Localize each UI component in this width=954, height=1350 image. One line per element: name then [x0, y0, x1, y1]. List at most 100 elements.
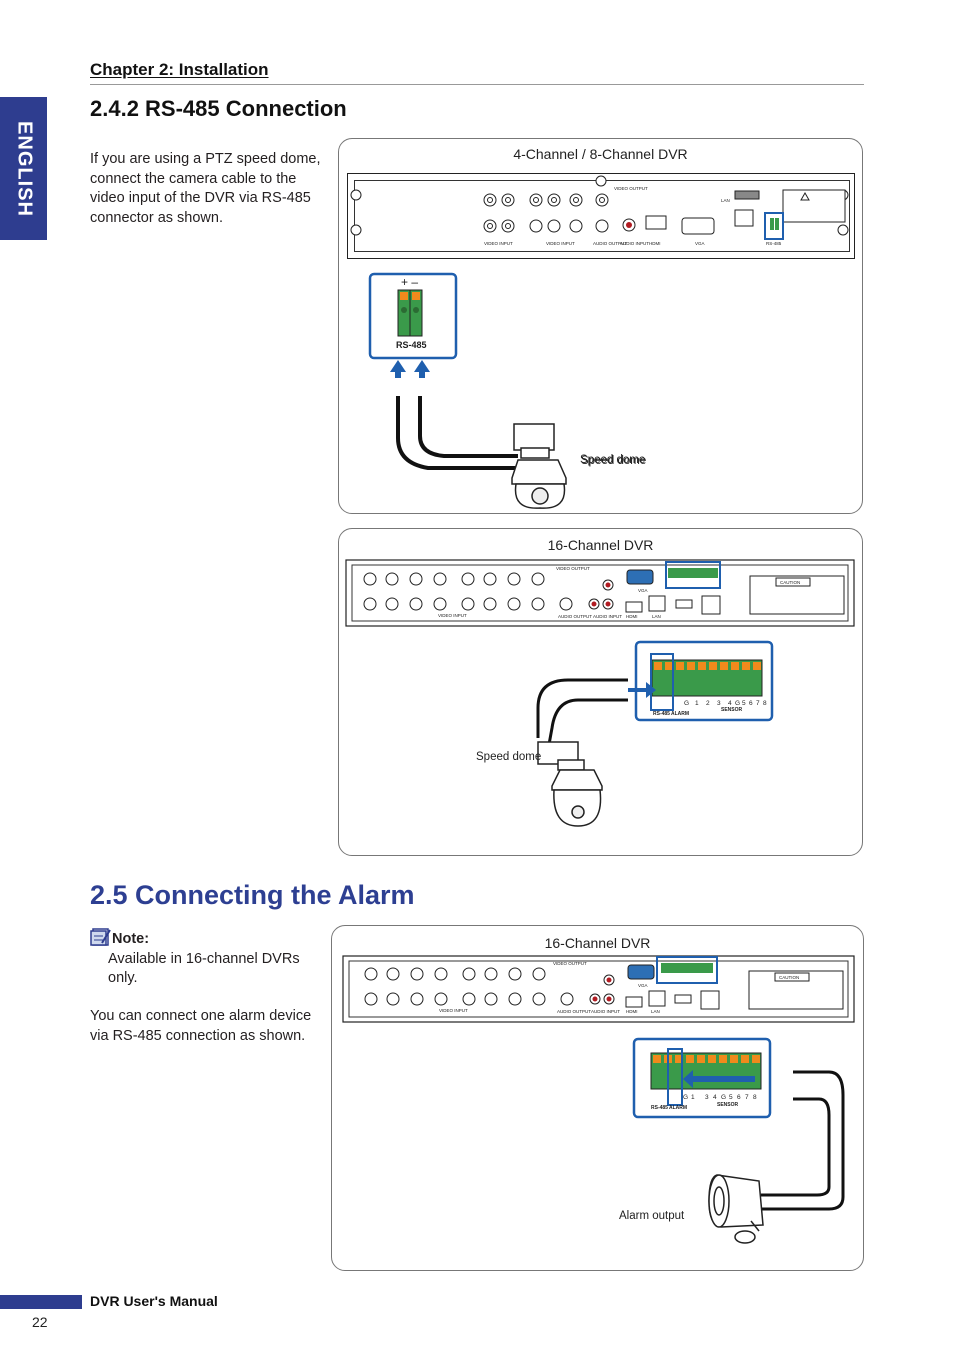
hdmi-label: HDMI	[649, 241, 661, 246]
hdmi-port-icon	[645, 215, 667, 230]
chapter-heading: Chapter 2: Installation	[90, 60, 269, 79]
pin-label-g1: G	[683, 1094, 688, 1101]
lan-led-icon	[734, 190, 760, 200]
audio-input-label: AUDIO INPUT	[593, 614, 622, 619]
pin-label-g1: G	[684, 700, 689, 707]
vga-label: VGA	[695, 241, 705, 246]
rca-audio-icon	[622, 218, 636, 232]
panel-title: 16-Channel DVR	[544, 935, 651, 951]
dvr-rear-panel	[347, 173, 855, 259]
speed-dome-camera-icon	[511, 423, 567, 509]
video-output-label: VIDEO OUTPUT	[614, 186, 648, 191]
pin-label-6: 6	[737, 1094, 741, 1101]
language-tab-label: ENGLISH	[13, 120, 35, 217]
rs485-zoom-label: RS-485	[396, 340, 427, 350]
vga-label: VGA	[638, 588, 648, 593]
rs485-highlight-box	[764, 212, 784, 240]
footer-bar	[0, 1295, 82, 1309]
vga-port-icon	[681, 217, 715, 235]
panel-title: 16-Channel DVR	[547, 537, 654, 553]
sensor-label: SENSOR	[717, 1102, 739, 1108]
lan-label: LAN	[652, 614, 661, 619]
diagram-4-8-channel-artwork: VIDEO INPUT VIDEO INPUT AUDIO OUTPUT AUD…	[350, 175, 849, 509]
speed-dome-caption-1: Speed dome	[580, 454, 646, 466]
audio-output-label: AUDIO OUTPUT	[593, 241, 627, 246]
bnc-array-icon	[363, 572, 573, 611]
video-output-label: VIDEO OUTPUT	[556, 566, 590, 571]
cable-wire	[396, 396, 518, 470]
speed-dome-caption: Speed dome	[581, 455, 647, 467]
terminal-block-icon	[651, 659, 763, 697]
hdmi-label: HDMI	[626, 614, 638, 619]
pin-label-3: 3	[705, 1094, 709, 1101]
hdmi-port-icon	[625, 601, 643, 613]
section-body-alarm: You can connect one alarm device via RS-…	[90, 1008, 312, 1044]
video-input-label-2: VIDEO INPUT	[546, 241, 575, 246]
right-arrow-icon	[628, 682, 656, 698]
alarm-pin-highlight	[667, 1048, 683, 1106]
pin-label-6: 6	[749, 700, 753, 707]
pin-label-8: 8	[763, 700, 767, 707]
alarm-label: ALARM	[669, 1105, 687, 1111]
caution-text: CAUTION	[780, 580, 800, 585]
panel-title: 4-Channel / 8-Channel DVR	[513, 146, 688, 162]
terminal-highlight-box	[665, 561, 721, 589]
cable-wire	[761, 1070, 845, 1211]
vga-port-icon	[626, 569, 654, 585]
diagram-16-channel-artwork: CAUTION VGA HDMI LAN VIDEO OUTPUT VIDEO …	[345, 559, 855, 827]
hdmi-port-icon	[625, 996, 643, 1008]
chapter-divider	[90, 84, 864, 85]
video-input-label: VIDEO INPUT	[438, 613, 467, 618]
rs485-pin-highlight	[650, 653, 674, 711]
diagram-alarm-artwork: CAUTION VGA HDMI LAN VIDEO OUTPUT VIDEO …	[342, 955, 855, 1244]
video-output-label: VIDEO OUTPUT	[553, 961, 587, 966]
audio-output-label: AUDIO OUTPUT	[557, 1009, 591, 1014]
video-input-label-1: VIDEO INPUT	[484, 241, 513, 246]
pin-label-g2: G	[721, 1094, 726, 1101]
note-icon	[90, 928, 111, 946]
note-body: Available in 16-channel DVRs only.	[108, 951, 300, 986]
lan-label: LAN	[651, 1009, 660, 1014]
pin-label-7: 7	[745, 1094, 749, 1101]
pin-label-8: 8	[753, 1094, 757, 1101]
pin-label-2: 2	[706, 700, 710, 707]
vga-port-icon	[627, 964, 655, 980]
pin-label-3: 3	[717, 700, 721, 707]
pin-label-5: 5	[729, 1094, 733, 1101]
bnc-array-icon	[364, 967, 574, 1006]
rs485-small-label: RS-485	[766, 241, 782, 246]
lan-port-icon	[734, 209, 754, 227]
vga-label: VGA	[638, 983, 648, 988]
alarm-label: ALARM	[671, 711, 689, 717]
rca-audio-pair-icon	[589, 974, 615, 1005]
page-number: 22	[32, 1314, 48, 1330]
cable-wire	[536, 678, 628, 738]
pin-label-1: 1	[691, 1094, 695, 1101]
audio-input-label: AUDIO INPUT	[620, 241, 649, 246]
up-arrows-icon	[390, 360, 430, 378]
left-arrow-icon	[683, 1070, 755, 1088]
speed-dome-caption-2: Speed dome	[476, 751, 542, 763]
pin-label-g2: G	[735, 700, 740, 707]
sensor-label: SENSOR	[721, 707, 743, 713]
pin-label-4: 4	[713, 1094, 717, 1101]
section-body-rs485: If you are using a PTZ speed dome, conne…	[90, 151, 321, 226]
speed-dome-camera-icon	[537, 741, 603, 827]
alarm-siren-icon	[708, 1174, 764, 1244]
lan-port-icon	[648, 595, 666, 612]
usb-port-icon	[675, 599, 693, 609]
video-input-label: VIDEO INPUT	[439, 1008, 468, 1013]
note-label: Note:	[112, 931, 150, 947]
footer-manual-title: DVR User's Manual	[90, 1293, 218, 1309]
power-port-icon	[700, 990, 720, 1010]
section-heading-rs485: 2.4.2 RS-485 Connection	[90, 96, 347, 121]
warning-label-icon	[782, 189, 846, 223]
lan-label: LAN	[721, 198, 730, 203]
caution-text: CAUTION	[779, 975, 799, 980]
hdmi-label: HDMI	[626, 1009, 638, 1014]
pin-label-7: 7	[756, 700, 760, 707]
polarity-plus-minus: + –	[401, 275, 418, 289]
bnc-connectors-icon	[483, 193, 609, 233]
pin-label-1: 1	[695, 700, 699, 707]
rs485-label: RS-485	[653, 711, 670, 717]
